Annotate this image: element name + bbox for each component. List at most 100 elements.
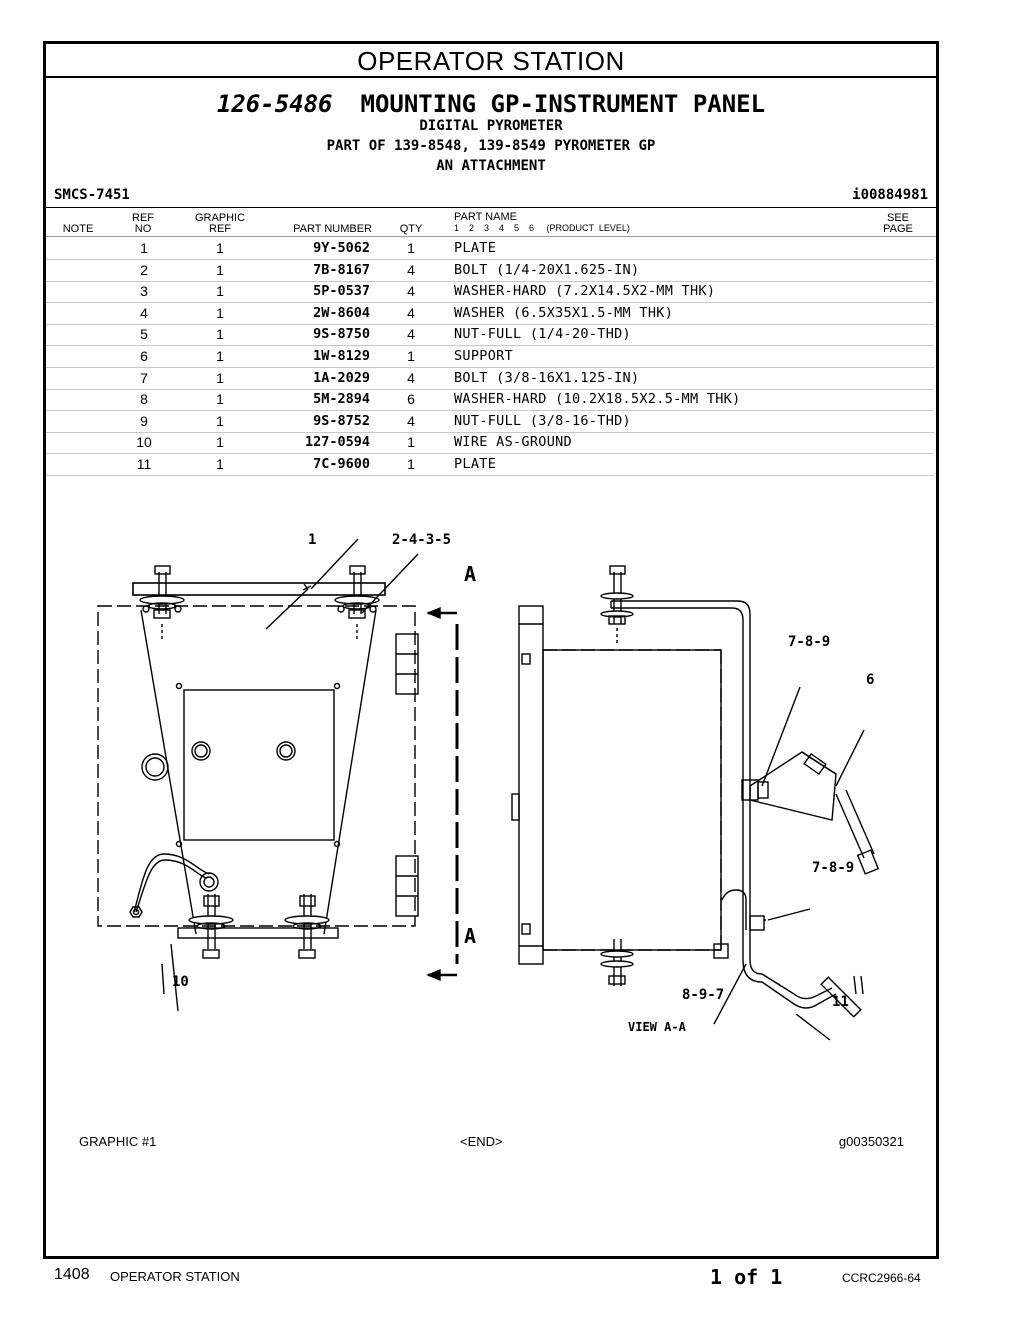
col-ref-b: NO [134, 223, 152, 235]
illustration-id: i00884981 [852, 187, 928, 203]
col-part-number: PART NUMBER [293, 223, 372, 235]
ref-no: 8 [140, 391, 148, 408]
graphic-ref: 1 [216, 391, 224, 408]
quantity: 1 [407, 240, 415, 256]
callout-2-4-3-5: 2-4-3-5 [392, 532, 452, 548]
ref-no: 7 [140, 369, 148, 386]
footer-section: OPERATOR STATION [110, 1269, 240, 1284]
part-number: 2W-8604 [313, 304, 370, 321]
header-rule [46, 207, 936, 208]
section-a-bottom: A [464, 924, 477, 948]
part-number: 9S-8750 [313, 326, 370, 343]
graphic-ref: 1 [216, 304, 224, 321]
graphic-label: GRAPHIC #1 [79, 1134, 157, 1149]
quantity: 4 [407, 412, 415, 429]
graphic-ref: 1 [216, 348, 224, 364]
part-name: WASHER-HARD (10.2X18.5X2.5-MM THK) [454, 391, 741, 408]
graphic-ref: 1 [216, 326, 224, 343]
graphic-ref: 1 [216, 456, 224, 472]
subtitle-3: AN ATTACHMENT [436, 158, 546, 174]
table-row: 5 1 9S-8750 4 NUT-FULL (1/4-20-THD) [46, 324, 934, 347]
quantity: 1 [407, 456, 415, 472]
part-number: 127-0594 [304, 434, 370, 451]
ref-no: 3 [140, 283, 148, 300]
callout-6: 6 [866, 672, 875, 688]
ref-no: 1 [140, 240, 148, 256]
ref-no: 10 [136, 434, 152, 451]
part-name: NUT-FULL (1/4-20-THD) [454, 326, 631, 343]
quantity: 1 [407, 434, 415, 451]
graphic-ref: 1 [216, 283, 224, 300]
col-product-levels: 1 2 3 4 5 6 (PRODUCT LEVEL) [454, 223, 630, 233]
quantity: 4 [407, 326, 415, 343]
part-number: 5P-0537 [313, 283, 370, 300]
col-graphic-b: REF [209, 223, 231, 235]
graphic-ref: 1 [216, 434, 224, 451]
part-number: 9Y-5062 [313, 240, 370, 256]
table-row: 3 1 5P-0537 4 WASHER-HARD (7.2X14.5X2-MM THK… [46, 281, 934, 304]
page-frame: OPERATOR STATION 126-5486 MOUNTING GP-INS… [43, 41, 939, 1259]
quantity: 4 [407, 369, 415, 386]
graphic-ref: 1 [216, 369, 224, 386]
part-name: SUPPORT [454, 348, 513, 364]
part-number: 5M-2894 [313, 391, 370, 408]
part-name: PLATE [454, 240, 497, 256]
column-rule [46, 236, 936, 237]
callout-8-9-7: 8-9-7 [682, 987, 725, 1003]
group-number: 126-5486 [216, 90, 333, 118]
side-view-a-a [170, 565, 880, 1041]
graphic-ref: 1 [216, 261, 224, 278]
quantity: 4 [407, 283, 415, 300]
callout-1: 1 [308, 532, 317, 548]
part-number: 7B-8167 [313, 261, 370, 278]
quantity: 4 [407, 304, 415, 321]
quantity: 4 [407, 261, 415, 278]
graphic-id: g00350321 [838, 1134, 904, 1149]
col-note: NOTE [62, 223, 94, 235]
section-title: OPERATOR STATION [46, 44, 936, 78]
group-title: MOUNTING GP-INSTRUMENT PANEL [360, 90, 766, 118]
callout-7-8-9-mid: 7-8-9 [812, 860, 855, 876]
part-number: 9S-8752 [313, 412, 370, 429]
col-part-name: PART NAME [454, 211, 517, 223]
ref-no: 5 [140, 326, 148, 343]
ref-no: 4 [140, 304, 148, 321]
smcs-code: SMCS-7451 [54, 187, 130, 203]
callout-7-8-9-top: 7-8-9 [788, 634, 831, 650]
part-name: BOLT (3/8-16X1.125-IN) [454, 369, 640, 386]
ref-no: 2 [140, 261, 148, 278]
col-qty: QTY [399, 223, 423, 235]
ref-no: 6 [140, 348, 148, 364]
table-row: 1 1 9Y-5062 1 PLATE [46, 238, 934, 260]
exploded-view-drawing [97, 538, 880, 1041]
quantity: 6 [407, 391, 415, 408]
part-number: 7C-9600 [313, 456, 370, 472]
part-number: 1A-2029 [313, 369, 370, 386]
col-see-a: SEE [886, 212, 909, 224]
view-label: VIEW A-A [628, 1020, 686, 1034]
part-name: PLATE [454, 456, 497, 472]
end-marker: <END> [460, 1134, 503, 1149]
subtitle-2: PART OF 139-8548, 139-8549 PYROMETER GP [326, 138, 656, 154]
graphic-ref: 1 [216, 412, 224, 429]
callout-10: 10 [172, 974, 189, 990]
group-heading: 126-5486 MOUNTING GP-INSTRUMENT PANEL [46, 90, 936, 118]
part-name: NUT-FULL (3/8-16-THD) [454, 412, 631, 429]
col-see-b: PAGE [883, 223, 913, 235]
table-row: 7 1 1A-2029 4 BOLT (3/8-16X1.125-IN) [46, 368, 934, 390]
quantity: 1 [407, 348, 415, 364]
subtitle-1: DIGITAL PYROMETER [419, 118, 563, 134]
callout-11: 11 [832, 994, 849, 1010]
ref-no: 9 [140, 412, 148, 429]
front-view [97, 538, 459, 995]
section-a-top: A [464, 562, 477, 586]
col-ref-a: REF [132, 212, 154, 224]
footer-page-number: 1408 [54, 1266, 90, 1283]
part-name: WASHER-HARD (7.2X14.5X2-MM THK) [454, 283, 716, 300]
footer-doc-code: CCRC2966-64 [842, 1271, 921, 1285]
graphic-ref: 1 [216, 240, 224, 256]
